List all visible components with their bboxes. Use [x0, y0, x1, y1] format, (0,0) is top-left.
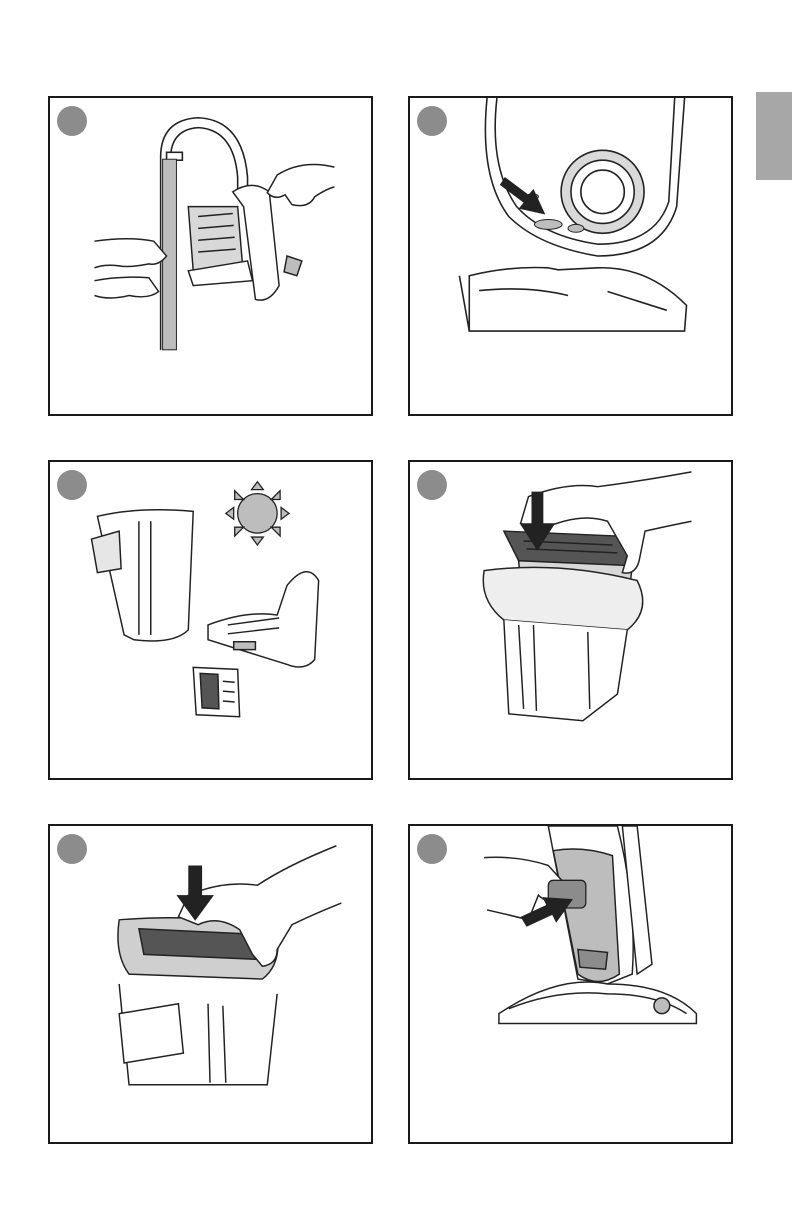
reattach-illustration: [410, 826, 731, 1142]
air-dry-illustration: [50, 462, 371, 778]
sun-icon: [226, 482, 289, 545]
close-lid-illustration: [50, 826, 371, 1142]
step-panel-4: [408, 460, 733, 780]
dust-cup-part: [188, 185, 302, 300]
section-tab: [756, 92, 792, 180]
filter-housing-part: [208, 572, 319, 667]
dust-cup-part: [92, 510, 194, 641]
step-panel-1: [48, 96, 373, 416]
step-panel-6: [408, 824, 733, 1144]
step-panel-2: [408, 96, 733, 416]
rinse-illustration: [50, 98, 371, 414]
step-panel-5: [48, 824, 373, 1144]
filter-part: [193, 667, 239, 716]
dust-cup-part: [483, 567, 642, 720]
inlet-opening: [561, 150, 644, 233]
insert-filter-illustration: [410, 462, 731, 778]
suction-inlet-illustration: [410, 98, 731, 414]
step-panel-3: [48, 460, 373, 780]
